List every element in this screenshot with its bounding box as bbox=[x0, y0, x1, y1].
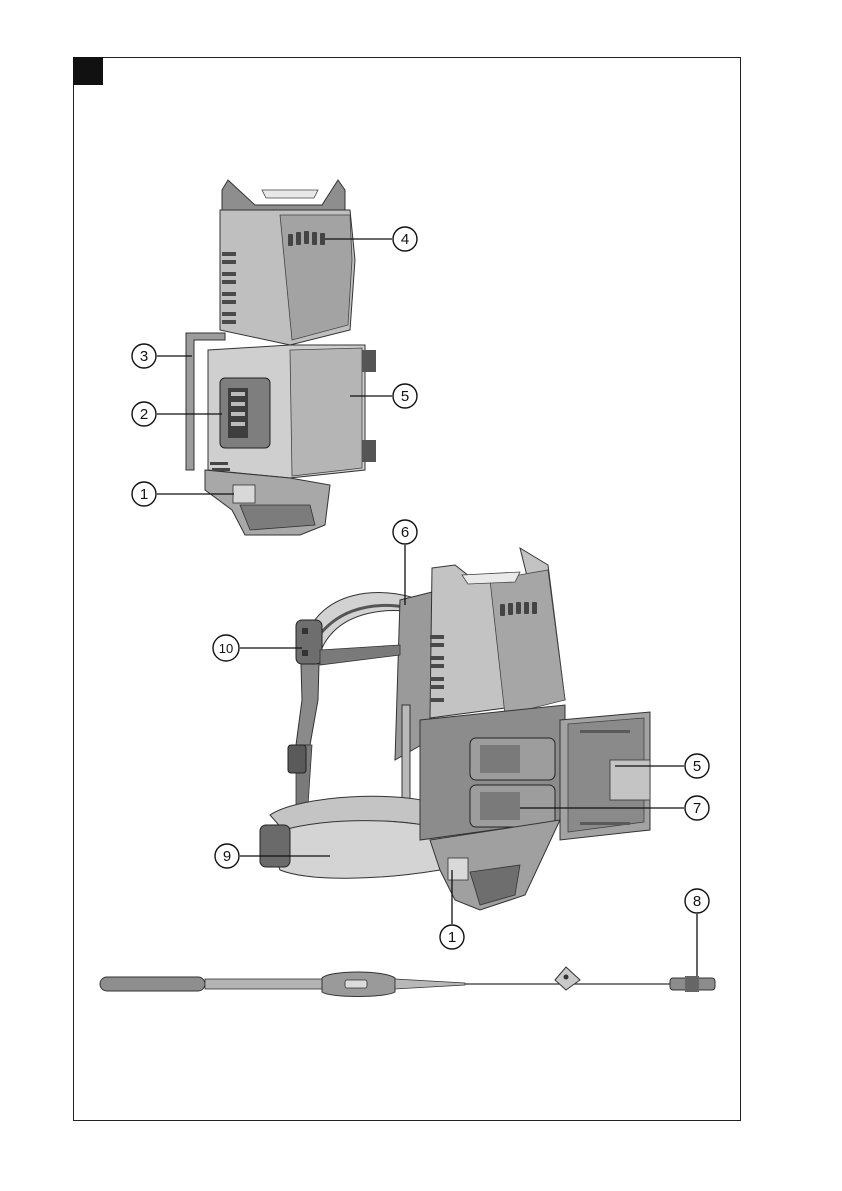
top-backpack-unit bbox=[186, 180, 376, 535]
callout-3-label: 3 bbox=[140, 348, 148, 365]
callout-10-label: 10 bbox=[219, 641, 233, 656]
callout-7-label: 7 bbox=[693, 800, 701, 817]
callout-2-label: 2 bbox=[140, 406, 148, 423]
callout-8-label: 8 bbox=[693, 893, 701, 910]
callout-4-label: 4 bbox=[401, 231, 409, 248]
cable-with-handle bbox=[100, 967, 715, 997]
callout-6-label: 6 bbox=[401, 524, 409, 541]
callout-5-top-label: 5 bbox=[401, 388, 409, 405]
callout-5-bottom-label: 5 bbox=[693, 758, 701, 775]
callout-9-label: 9 bbox=[223, 848, 231, 865]
callout-1-top-label: 1 bbox=[140, 486, 148, 503]
callout-1-bottom-label: 1 bbox=[448, 929, 456, 946]
